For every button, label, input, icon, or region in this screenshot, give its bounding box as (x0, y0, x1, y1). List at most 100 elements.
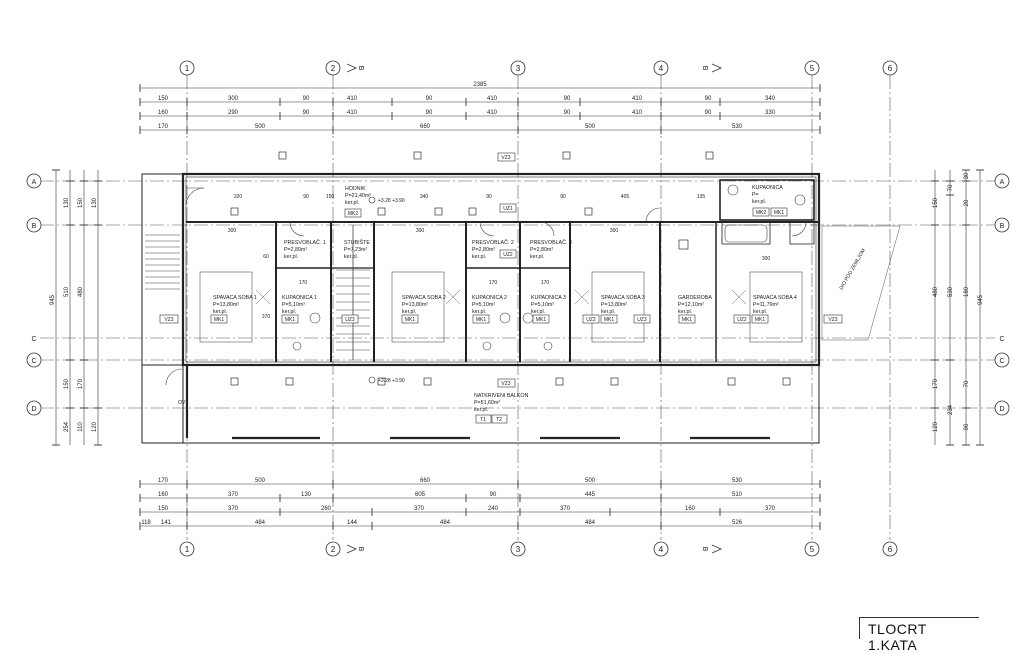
room-dim-0: 300 (228, 228, 237, 234)
room-dim-6: 135 (697, 194, 706, 200)
grid-label-top-2: 2 (331, 64, 336, 73)
room-kup3-area: P=5,10m² (531, 302, 554, 308)
dim-top-r1-7: 410 (632, 96, 643, 102)
dim-bot-r3-4: 240 (488, 506, 499, 512)
dim-top-r2-1: 290 (228, 110, 239, 116)
room-presvl2-floor: ker.pl. (472, 254, 486, 260)
dim-bot-r3-0: 150 (158, 506, 169, 512)
tag-vz3-right: VZ3 (828, 317, 837, 323)
tag-mk2-bath: MK2 (756, 210, 767, 216)
dim-top-r1-0: 150 (158, 96, 169, 102)
left-dimension-ticks (52, 169, 102, 446)
dim-right-c2-1: 530 (948, 286, 954, 297)
grid-bubbles-top (179, 60, 898, 76)
dim-top-r3-3: 500 (585, 124, 596, 130)
tag-t2: T2 (496, 417, 502, 423)
grid-label-top-6: 6 (888, 64, 893, 73)
room-presvl2-name: PRESVOBLAČ. 2 (472, 239, 514, 246)
tag-uz2-soba3: UZ2 (586, 317, 596, 323)
top-dimension-lines (140, 87, 820, 131)
dim-overall-top: 2385 (473, 82, 487, 88)
tag-mk1-garderoba: MK1 (682, 317, 693, 323)
right-dimension-lines (934, 170, 981, 445)
room-dim-3: 300 (762, 256, 771, 262)
dim-bot-r1-0: 170 (158, 478, 169, 484)
room-soba1-floor: ker.pl. (213, 309, 227, 315)
room-presvl3-floor: ker.pl. (530, 254, 544, 260)
dim-bot-r1-2: 660 (420, 478, 431, 484)
tag-mk1-soba3: MK1 (604, 317, 615, 323)
tag-mk1-kup3: MK1 (536, 317, 547, 323)
dim-bot-r4-5: 484 (585, 520, 596, 526)
room-balkon-name: NATKRIVENI BALKON (474, 393, 529, 399)
section-label-top-left: B (357, 66, 364, 71)
dim-bot-r4-0: 118 (141, 520, 151, 526)
room-dim-2: 300 (610, 228, 619, 234)
room-dim-12: 90 (486, 194, 492, 200)
room-soba2-floor: ker.pl. (402, 309, 416, 315)
room-kup-top-area: P= (752, 192, 759, 198)
tag-ov1: OV1 (178, 400, 188, 406)
room-soba2-name: SPAVACA SOBA 2 (402, 295, 446, 301)
sanitary-fixtures (292, 184, 806, 351)
dim-top-r1-9: 340 (765, 96, 776, 102)
level-marker-2-text: +3.28 +3.90 (378, 378, 405, 384)
tag-uz2-closet: UZ2 (503, 252, 513, 258)
dim-top-r1-4: 90 (426, 96, 433, 102)
dim-top-r2-0: 160 (158, 110, 169, 116)
grid-label-bottom-2: 2 (331, 545, 336, 554)
dim-right-c2-0: 70 (948, 184, 954, 191)
grid-label-right-d: D (999, 406, 1004, 413)
room-kup1-name: KUPAONICA 1 (282, 295, 317, 301)
dim-right-c3-0: 30 (964, 172, 970, 179)
dim-left-c1-3: 254 (64, 421, 70, 432)
level-marker-1-text: +3.28 +3.90 (378, 198, 405, 204)
grid-label-right-b: B (1000, 223, 1005, 230)
top-dimension-ticks (139, 84, 821, 134)
dim-left-c3-0: 130 (92, 197, 98, 208)
section-label-top-right: B (701, 66, 708, 71)
room-hodnik-floor: ker.pl. (345, 200, 359, 206)
dim-top-r2-3: 410 (347, 110, 358, 116)
grid-label-bottom-6: 6 (888, 545, 893, 554)
dim-right-c3-3: 70 (964, 380, 970, 387)
room-dim-11: 90 (303, 194, 309, 200)
dim-bot-r2-0: 160 (158, 492, 169, 498)
building-walls (141, 172, 821, 444)
door-swings (165, 187, 807, 386)
room-kup2-name: KUPAONICA 2 (472, 295, 507, 301)
dim-bot-r3-7: 370 (765, 506, 776, 512)
room-kup3-floor: ker.pl. (531, 309, 545, 315)
beds (199, 271, 803, 343)
tag-mk1-soba2: MK1 (405, 317, 416, 323)
dim-left-c1-0: 130 (64, 197, 70, 208)
dim-bot-r2-1: 370 (228, 492, 239, 498)
dim-right-c3-1: 20 (964, 199, 970, 206)
grid-label-left-b: B (32, 223, 37, 230)
room-presvl3-name: PRESVOBLAČ. 3 (530, 239, 572, 246)
room-garderoba-area: P=12,10m² (678, 302, 704, 308)
sheet-title: TLOCRT 1.KATA (859, 617, 979, 653)
room-dim-15: 150 (326, 194, 335, 200)
dim-right-c1-3: 120 (933, 421, 939, 432)
grid-label-top-3: 3 (516, 64, 521, 73)
dim-bot-r3-1: 370 (228, 506, 239, 512)
staircase (145, 225, 370, 360)
tag-vz3-top: VZ3 (501, 155, 510, 161)
grid-lines (40, 75, 995, 540)
grid-bubbles-right (994, 173, 1010, 416)
tag-uz1: UZ1 (503, 206, 513, 212)
dim-left-c2-3: 110 (78, 422, 84, 432)
room-dim-10: 170 (541, 280, 550, 286)
room-stubiste-floor: ker.pl. (344, 254, 358, 260)
tag-mk2-hodnik: MK2 (348, 211, 359, 217)
room-dim-1: 300 (416, 228, 425, 234)
dim-bot-r2-5: 445 (585, 492, 596, 498)
room-hodnik-area: P=21,40m² (345, 193, 371, 199)
dim-top-r2-9: 330 (765, 110, 776, 116)
room-soba4-area: P=11,79m² (753, 302, 779, 308)
tag-mk1-kup2: MK1 (476, 317, 487, 323)
dim-top-r1-8: 90 (705, 96, 712, 102)
dim-bot-r4-6: 526 (732, 520, 743, 526)
